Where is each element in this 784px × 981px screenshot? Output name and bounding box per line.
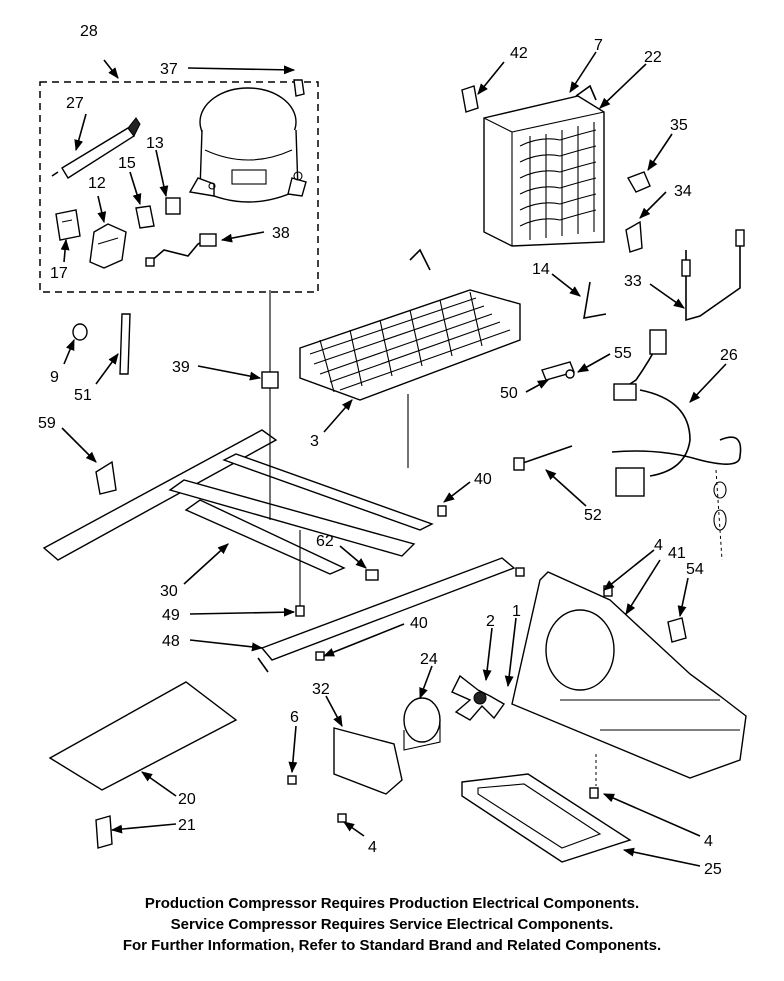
- callout-22: 22: [644, 49, 662, 66]
- callout-38: 38: [272, 225, 290, 242]
- callout-4-top: 4: [654, 537, 663, 554]
- callout-2: 2: [486, 613, 495, 630]
- note-further-info: For Further Information, Refer to Standa…: [122, 937, 662, 954]
- callout-13: 13: [146, 135, 164, 152]
- part-15: [135, 205, 155, 229]
- callout-6: 6: [290, 709, 299, 726]
- fan-bracket: [511, 571, 747, 779]
- callout-12: 12: [88, 175, 106, 192]
- tube-51: [119, 313, 131, 375]
- part-59: [95, 460, 117, 495]
- compressor-kit-group: [39, 79, 319, 293]
- plug-9: [72, 323, 88, 341]
- compressor: [188, 79, 307, 203]
- callout-17: 17: [50, 265, 68, 282]
- part-62: [365, 569, 379, 581]
- motor-bracket-32: [333, 727, 403, 795]
- callout-30: 30: [160, 583, 178, 600]
- callout-52: 52: [584, 507, 602, 524]
- leader-lines: [60, 51, 727, 867]
- callout-24: 24: [420, 651, 438, 668]
- callout-28: 28: [80, 23, 98, 40]
- callout-40-top: 40: [474, 471, 492, 488]
- footnotes: Production Compressor Requires Productio…: [0, 893, 784, 956]
- callout-35: 35: [670, 117, 688, 134]
- callout-34: 34: [674, 183, 692, 200]
- callout-59: 59: [38, 415, 56, 432]
- note-production: Production Compressor Requires Productio…: [144, 895, 640, 912]
- drain-pan-25: [461, 773, 632, 863]
- callout-25: 25: [704, 861, 722, 878]
- callout-20: 20: [178, 791, 196, 808]
- fan-blade: [451, 674, 506, 721]
- callout-42: 42: [510, 45, 528, 62]
- fan-motor: [403, 697, 441, 751]
- callout-15: 15: [118, 155, 136, 172]
- condenser-coil: [299, 248, 521, 401]
- callout-21: 21: [178, 817, 196, 834]
- callout-40-bottom: 40: [410, 615, 428, 632]
- callout-41: 41: [668, 545, 686, 562]
- callout-14: 14: [532, 261, 550, 278]
- part-33: [685, 240, 741, 322]
- callout-4-right: 4: [704, 833, 713, 850]
- base-pan-20: [48, 681, 238, 791]
- cable-tie-52: [519, 445, 573, 465]
- callout-48: 48: [162, 633, 180, 650]
- evaporator-assembly: [461, 84, 605, 247]
- callout-55: 55: [614, 345, 632, 362]
- callout-32: 32: [312, 681, 330, 698]
- note-service: Service Compressor Requires Service Elec…: [170, 916, 614, 933]
- callout-33: 33: [624, 273, 642, 290]
- part-42: [461, 85, 479, 113]
- foot-21: [95, 815, 113, 849]
- callout-39: 39: [172, 359, 190, 376]
- grommet-39: [261, 371, 279, 389]
- part-13: [165, 197, 181, 215]
- callout-27: 27: [66, 95, 84, 112]
- callout-3: 3: [310, 433, 319, 450]
- callout-54: 54: [686, 561, 704, 578]
- callout-7: 7: [594, 37, 603, 54]
- wire-harness-26: [611, 329, 742, 561]
- part-34: [625, 220, 643, 253]
- overload-17: [55, 209, 81, 241]
- callout-50: 50: [500, 385, 518, 402]
- callout-49: 49: [162, 607, 180, 624]
- relay-12: [89, 223, 127, 269]
- callout-62: 62: [316, 533, 334, 550]
- part-35: [626, 171, 651, 193]
- part-54: [667, 617, 687, 643]
- callout-51: 51: [74, 387, 92, 404]
- callout-4-bottom: 4: [368, 839, 377, 856]
- part-14: [583, 281, 607, 319]
- callout-9: 9: [50, 369, 59, 386]
- callout-26: 26: [720, 347, 738, 364]
- base-frame: [42, 290, 516, 673]
- callout-37: 37: [160, 61, 178, 78]
- callout-labels: 28 37 27 13 15 12 17 38 42 7 22 35 34 14…: [38, 23, 738, 878]
- callout-1: 1: [512, 603, 521, 620]
